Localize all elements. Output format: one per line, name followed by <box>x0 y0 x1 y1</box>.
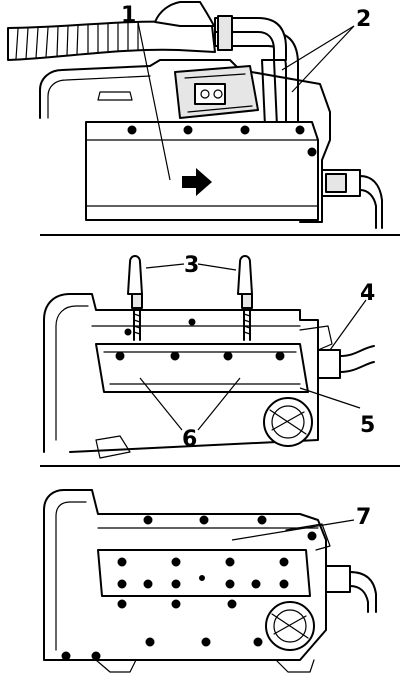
cylinder-head-outline <box>39 59 331 223</box>
panel-3-cover-installed: 7 <box>43 489 377 673</box>
valve-cover-1 <box>85 121 319 221</box>
callout-6: 6 <box>182 427 197 452</box>
panel-2-guide-studs: 3 4 5 6 <box>43 253 375 459</box>
callout-5: 5 <box>360 413 375 438</box>
sensor-cluster <box>174 65 259 119</box>
guide-stud-left <box>127 255 143 341</box>
cover-bolts-3-rail <box>117 557 289 589</box>
connector-3 <box>325 565 377 613</box>
upper-hose <box>154 1 215 27</box>
valve-cover-outline-3 <box>43 489 327 661</box>
callout-7: 7 <box>356 505 371 530</box>
callout-1: 1 <box>121 3 136 28</box>
oil-filler-cap-3 <box>265 601 315 651</box>
rail-bolts <box>115 318 285 361</box>
cover-bolts-1 <box>127 125 317 157</box>
gasket-rail <box>95 343 309 393</box>
callout-3: 3 <box>184 253 199 278</box>
panel-1-hose-removal: 1 2 <box>7 1 383 229</box>
spark-plug-rail <box>97 549 311 597</box>
connector-2 <box>299 325 375 379</box>
cover-bolts-3-top <box>143 515 317 541</box>
cover-bolts-3-bottom <box>61 599 263 661</box>
corrugated-hose <box>7 20 216 61</box>
callout-2: 2 <box>356 7 371 32</box>
connector-1 <box>321 169 383 229</box>
callout-4: 4 <box>360 281 375 306</box>
cylinder-head-outline-2 <box>43 293 319 453</box>
guide-stud-right <box>237 255 253 341</box>
arrow-icon <box>182 168 212 196</box>
oil-filler-cap-2 <box>263 397 313 447</box>
